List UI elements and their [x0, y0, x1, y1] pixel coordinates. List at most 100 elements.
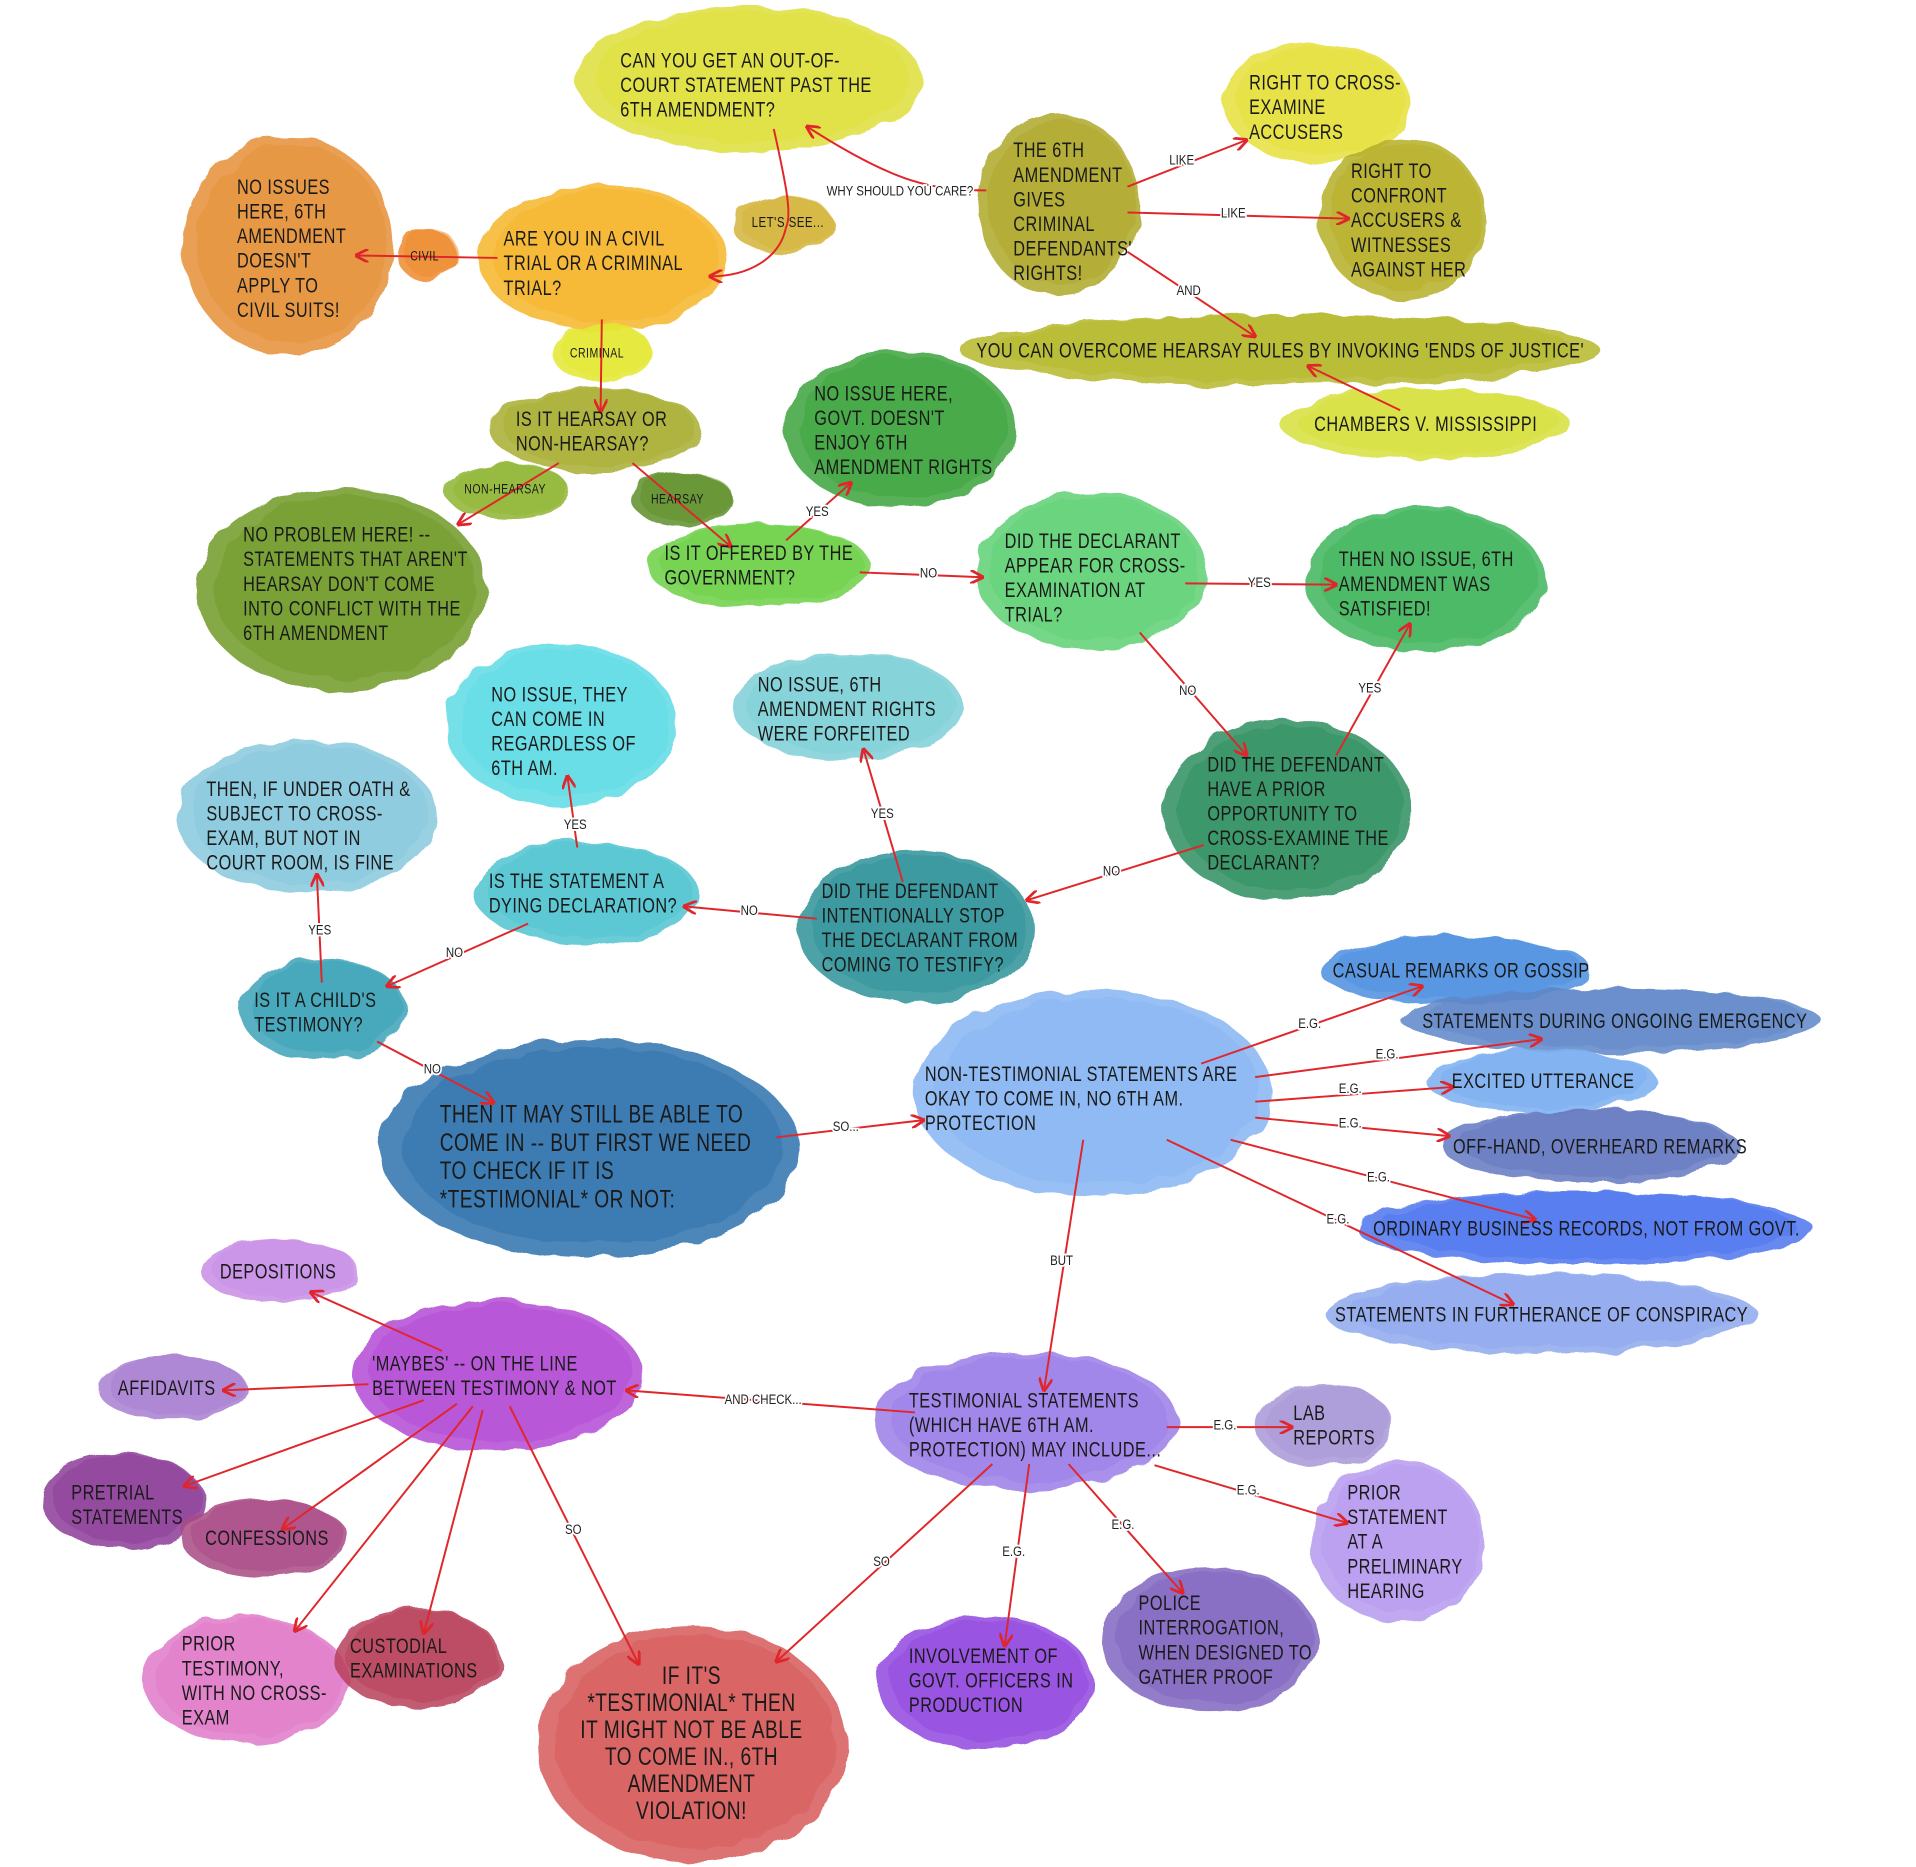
blob-shape — [107, 1356, 244, 1415]
blob-affidavits — [97, 1355, 247, 1420]
node-line: TRIAL? — [1005, 603, 1063, 626]
node-line: WITH NO CROSS- — [182, 1681, 327, 1704]
node-line: TESTIMONIAL STATEMENTS — [909, 1389, 1139, 1412]
node-line: 6TH AM. — [491, 756, 558, 779]
node-line: 6TH AMENDMENT — [243, 621, 389, 644]
node-line: 'MAYBES' -- ON THE LINE — [372, 1352, 578, 1375]
blob-shape — [1330, 142, 1483, 290]
blob-emergency — [1401, 988, 1822, 1053]
node-line: ACCUSERS & — [1351, 208, 1462, 231]
blob-shape — [503, 389, 696, 466]
node-line: ENJOY 6TH — [814, 431, 908, 454]
node-q1: CAN YOU GET AN OUT-OF-COURT STATEMENT PA… — [620, 49, 872, 122]
blob-police — [1101, 1567, 1318, 1713]
node-line: PRIOR — [182, 1632, 236, 1655]
node-line: IF IT'S — [662, 1662, 721, 1690]
node-line: INTERROGATION, — [1139, 1616, 1285, 1639]
blob-business — [1355, 1191, 1813, 1266]
node-line: CAN YOU GET AN OUT-OF- — [620, 49, 840, 72]
blob-offhand — [1441, 1109, 1740, 1183]
blob-shape — [453, 464, 569, 514]
blob-shape — [811, 855, 1026, 994]
edge-label: SO — [873, 1554, 890, 1569]
node-line: REGARDLESS OF — [491, 731, 636, 754]
node-line: WHEN DESIGNED TO — [1139, 1640, 1313, 1663]
arrow — [776, 1463, 994, 1662]
node-line: NON-TESTIMONIAL STATEMENTS ARE — [925, 1062, 1238, 1085]
node-line: DEFENDANTS' — [1013, 237, 1132, 260]
blob-casual — [1319, 935, 1592, 1005]
arrow — [626, 1390, 916, 1414]
node-line: THEN IT MAY STILL BE ABLE TO — [440, 1100, 744, 1128]
arrow — [1200, 986, 1422, 1065]
blob-shape — [639, 471, 732, 522]
blob-shape — [403, 1047, 783, 1245]
blob-govq — [646, 523, 870, 607]
blob-chambers — [1279, 388, 1570, 460]
node-line: DEPOSITIONS — [220, 1260, 337, 1283]
node-line: THE 6TH — [1013, 138, 1084, 161]
node-casual: CASUAL REMARKS OR GOSSIP — [1333, 959, 1590, 982]
node-line: LET'S SEE... — [752, 214, 824, 231]
edge-label: AND — [1177, 283, 1201, 298]
node-line: NON-HEARSAY? — [516, 432, 649, 455]
node-line: *TESTIMONIAL* OR NOT: — [440, 1185, 676, 1213]
blob-stop — [797, 851, 1033, 1004]
blob-conspiracy — [1325, 1274, 1758, 1354]
blob-shape — [213, 495, 477, 679]
edge-label: YES — [871, 806, 894, 821]
edge-label: E.G. — [1326, 1211, 1349, 1226]
node-line: CAN COME IN — [491, 707, 605, 730]
node-line: TRIAL OR A CRIMINAL — [504, 251, 684, 274]
edge-label: YES — [1358, 681, 1381, 696]
node-line: WERE FORFEITED — [758, 722, 910, 745]
blob-shape — [988, 120, 1137, 285]
arrow — [859, 572, 983, 577]
blob-shape — [555, 1634, 836, 1849]
node-line: COURT STATEMENT PAST THE — [620, 73, 872, 96]
node-line: THEN NO ISSUE, 6TH — [1339, 547, 1514, 570]
node-line: INVOLVEMENT OF — [909, 1644, 1058, 1667]
blob-lets — [732, 195, 833, 255]
blob-priortest — [142, 1616, 349, 1745]
blob-govnoissue — [784, 351, 1016, 509]
blob-gives — [977, 114, 1140, 296]
node-testimonial: TESTIMONIAL STATEMENTS(WHICH HAVE 6TH AM… — [909, 1389, 1161, 1462]
node-line: HEARSAY — [651, 491, 704, 507]
node-line: IS IT HEARSAY OR — [516, 407, 668, 430]
node-civil: CIVIL — [410, 248, 439, 264]
node-line: GOVT. DOESN'T — [814, 406, 945, 429]
blob-shape — [660, 524, 863, 601]
node-line: STATEMENTS DURING ONGOING EMERGENCY — [1422, 1009, 1807, 1032]
node-line: ACCUSERS — [1249, 120, 1343, 143]
blob-appear — [975, 492, 1207, 650]
node-line: NO ISSUE, 6TH — [758, 673, 882, 696]
node-oath: THEN, IF UNDER OATH &SUBJECT TO CROSS-EX… — [206, 777, 410, 874]
blob-shape — [1440, 1049, 1650, 1108]
blob-prelim — [1310, 1460, 1485, 1623]
blob-nonhearsay — [444, 464, 570, 519]
node-line: CRIMINAL — [1013, 212, 1095, 235]
blob-shape — [1425, 988, 1805, 1048]
node-line: VIOLATION! — [636, 1797, 747, 1825]
node-line: TESTIMONY, — [182, 1656, 284, 1679]
edge-label: E.G. — [1367, 1170, 1390, 1185]
node-line: EXCITED UTTERANCE — [1452, 1069, 1635, 1092]
edge-label: NO — [424, 1062, 441, 1077]
node-affidavits: AFFIDAVITS — [118, 1376, 216, 1399]
arrow — [1255, 1087, 1453, 1103]
arrow — [1139, 631, 1247, 756]
blob-officers — [876, 1616, 1094, 1749]
blob-oath — [176, 740, 438, 893]
arrow — [1005, 1463, 1031, 1646]
blob-shape — [1115, 1571, 1312, 1703]
node-line: COMING TO TESTIFY? — [822, 953, 1004, 976]
